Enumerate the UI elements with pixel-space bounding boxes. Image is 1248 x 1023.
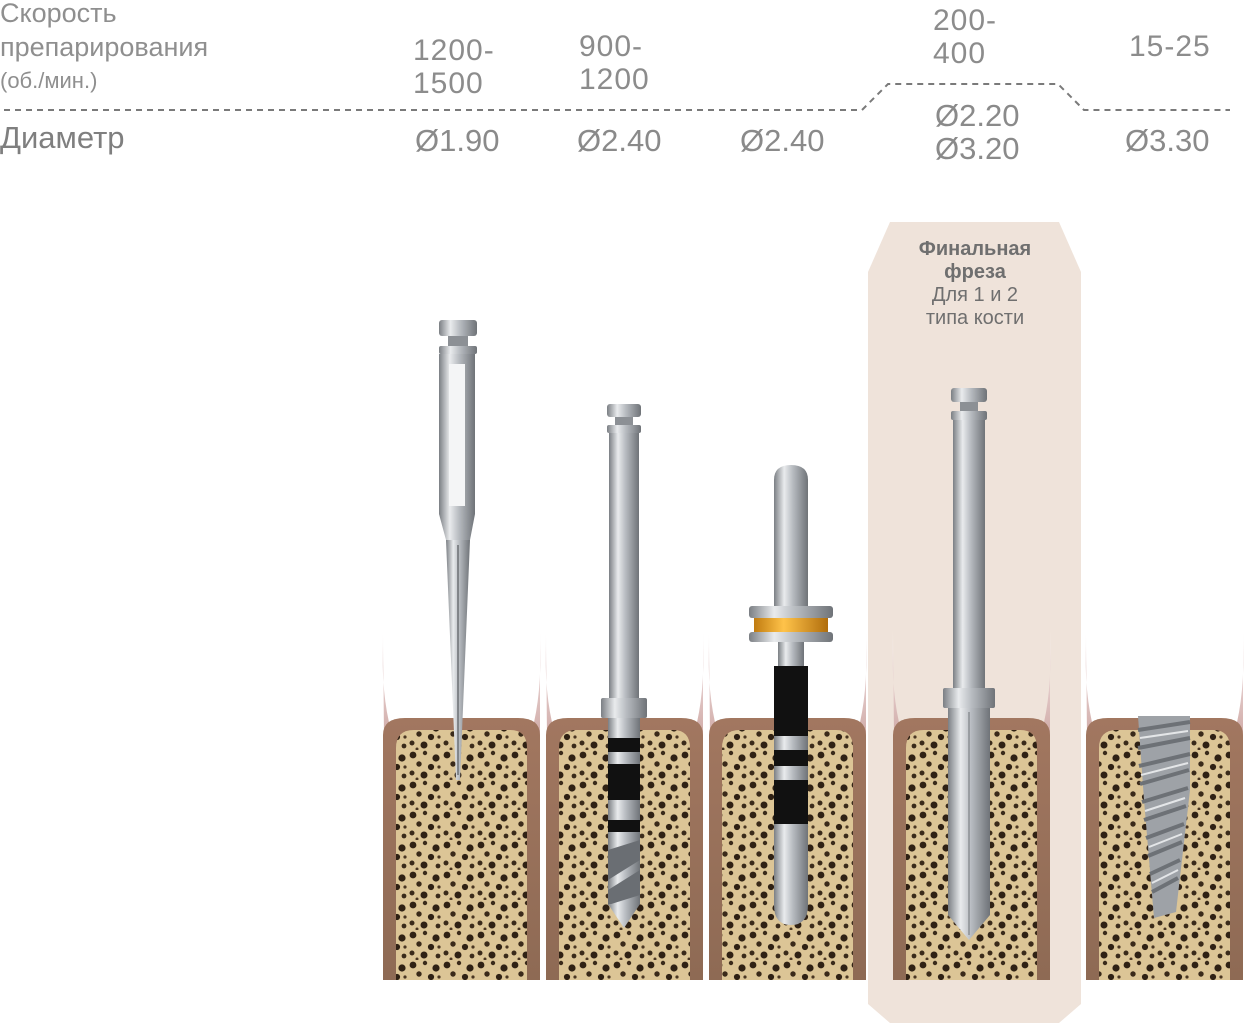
diameter-value-4: Ø2.20 Ø3.20 (935, 99, 1019, 165)
twist-drill-icon (601, 404, 647, 928)
speed-value-4-line1: 15-25 (1129, 30, 1211, 63)
diameter-value-3: Ø2.40 (740, 123, 825, 158)
speed-value-2: 900- 1200 (579, 30, 650, 96)
pilot-drill-icon (439, 320, 477, 780)
final-drill-note-line2: типа кости (925, 307, 1025, 329)
speed-label-line2: препарирования (0, 32, 209, 62)
implant-icon (1137, 716, 1191, 918)
speed-value-2-line1: 900- (579, 30, 644, 63)
speed-label: Скорость препарирования (об./мин.) (0, 0, 208, 98)
diameter-value-4-line1: Ø2.20 (935, 98, 1020, 133)
diameter-value-1: Ø1.90 (415, 123, 500, 158)
speed-value-3-line2: 400 (933, 37, 987, 70)
diameter-value-2: Ø2.40 (577, 123, 662, 158)
diameter-value-4-line2: Ø3.20 (935, 131, 1020, 166)
speed-value-1: 1200- 1500 (413, 34, 495, 100)
speed-value-1-line1: 1200- (413, 34, 495, 67)
final-drill-note-line1: Для 1 и 2 (931, 284, 1019, 306)
speed-label-unit: (об./мин.) (0, 68, 98, 93)
speed-value-2-line2: 1200 (579, 63, 650, 96)
depth-gauge-icon (749, 465, 833, 925)
diameter-label: Диаметр (0, 120, 125, 155)
final-drill-title-line2: фреза (944, 261, 1006, 283)
diameter-value-5: Ø3.30 (1125, 123, 1210, 158)
speed-value-3: 200- 400 (933, 4, 997, 70)
final-drill-title-line1: Финальная (918, 238, 1032, 260)
separator-line (4, 83, 1230, 111)
speed-value-4: 15-25 (1129, 30, 1211, 63)
bone-section-1 (382, 628, 541, 980)
speed-value-3-line1: 200- (933, 4, 998, 37)
final-drill-label: Финальная фреза Для 1 и 2 типа кости (905, 238, 1045, 330)
speed-label-line1: Скорость (0, 0, 117, 28)
speed-value-1-line2: 1500 (413, 67, 484, 100)
final-drill-icon (943, 388, 995, 940)
